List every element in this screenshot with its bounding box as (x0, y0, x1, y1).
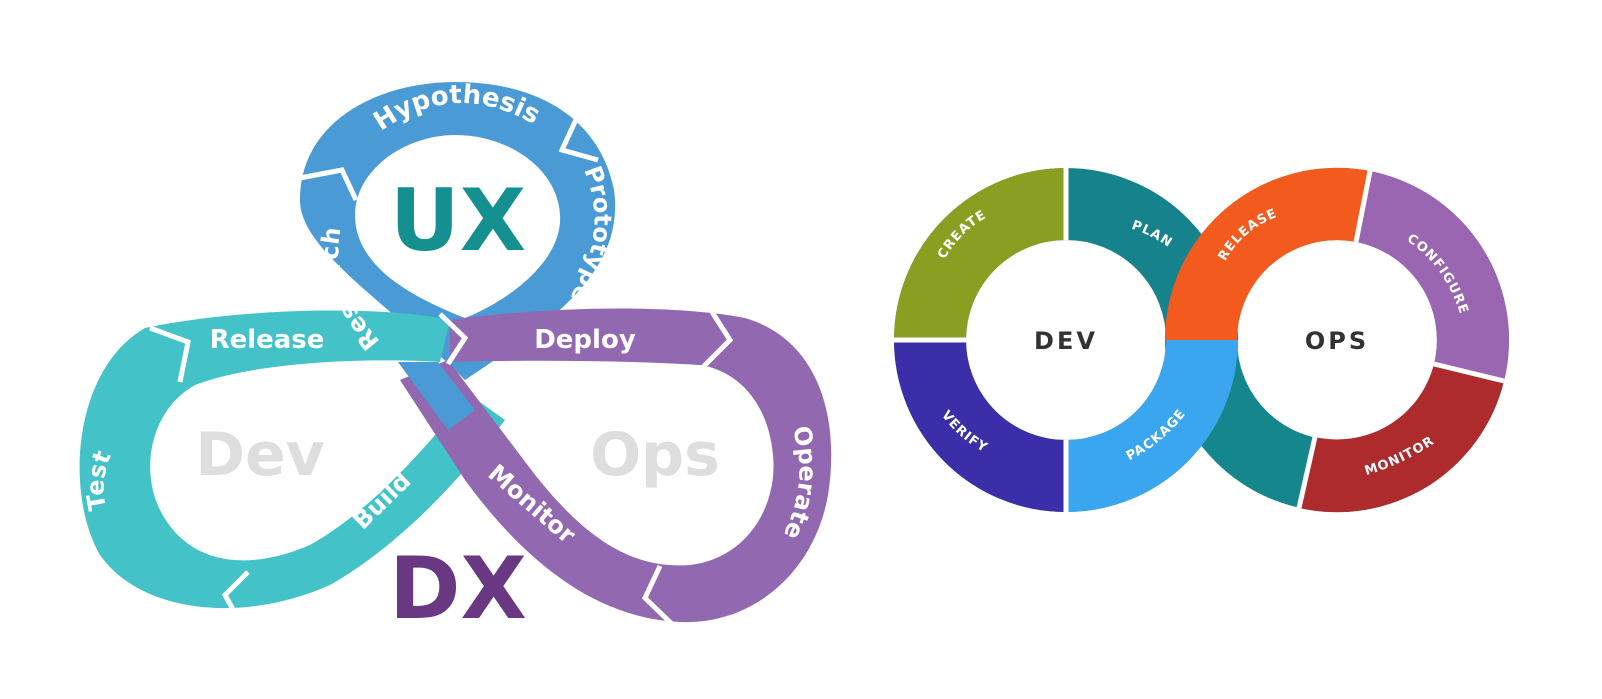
blue-crossover-strip (398, 362, 475, 430)
deploy-arrow-divider (700, 310, 734, 370)
deploy-label: Deploy (534, 325, 636, 355)
dev-hub (967, 241, 1165, 439)
dev-ops-infinity-diagram: DEV OPS CREATE PLAN VERIFY PACKAGE RELEA… (894, 167, 1510, 513)
research-arrow-divider (299, 167, 359, 202)
ops-hub-label: OPS (1305, 327, 1369, 355)
dev-ops-band-divider (438, 312, 469, 366)
ops-divider-bottom (1296, 436, 1318, 509)
package-segment (1066, 340, 1238, 512)
build-arrow-divider (221, 570, 250, 624)
ux-loop-band (300, 82, 616, 380)
ops-divider-top (1353, 170, 1373, 243)
release-label: Release (210, 325, 325, 355)
release-segment (1164, 167, 1370, 340)
ux-devops-loop-diagram: UX DX Dev Ops Hypothesis Prototype Resea… (79, 80, 832, 639)
dx-title: DX (389, 539, 527, 639)
ops-loop-band (400, 308, 832, 623)
hypothesis-arrow-divider (558, 98, 599, 163)
configure-segment (1356, 171, 1510, 381)
verify-segment (894, 340, 1066, 512)
ux-title: UX (390, 171, 526, 271)
monitor-segment (1299, 364, 1504, 513)
dev-loop-band (79, 310, 506, 609)
create-segment (894, 168, 1066, 340)
ops-divider-right (1433, 361, 1505, 384)
ops-watermark: Ops (590, 420, 720, 490)
ops-hub (1238, 241, 1436, 439)
dev-hub-label: DEV (1034, 327, 1098, 355)
dev-watermark: Dev (195, 420, 325, 490)
monitor-arrow-divider (641, 564, 674, 626)
release-arrow-divider (149, 325, 191, 383)
